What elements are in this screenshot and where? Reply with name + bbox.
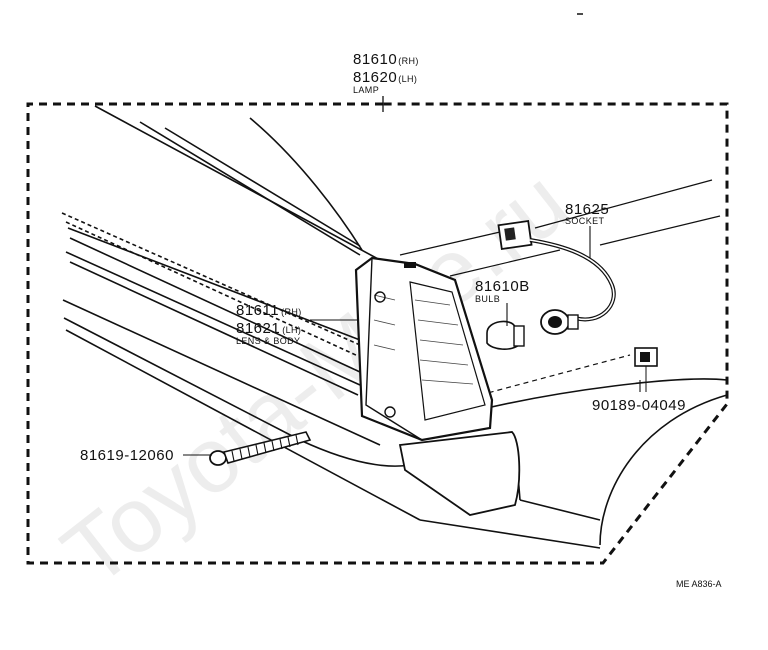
- socket: [497, 220, 616, 335]
- screw: [209, 431, 312, 466]
- bumper-end-cap: [398, 431, 521, 516]
- screw-number: 81619-12060: [80, 447, 174, 464]
- drawing-code: ME A836-A: [676, 579, 722, 589]
- body-panel-lines: [94, 105, 381, 261]
- lens-rh-label: 81611(RH): [236, 302, 302, 319]
- lamp-lh-label: 81620(LH): [353, 69, 417, 86]
- bulb: [486, 320, 525, 350]
- fender-curve: [469, 378, 728, 546]
- bulb-number: 81610B: [475, 278, 530, 295]
- bulb-name: BULB: [475, 294, 500, 304]
- lens-lh-label: 81621(LH): [236, 320, 301, 337]
- projection-lines: [399, 179, 721, 396]
- socket-number: 81625: [565, 201, 609, 218]
- leader-lines: [183, 226, 641, 456]
- socket-name: SOCKET: [565, 216, 605, 226]
- lens-and-body: [354, 256, 494, 442]
- lamp-rh-label: 81610(RH): [353, 51, 419, 68]
- lamp-name: LAMP: [353, 85, 379, 95]
- clip-number: 90189-04049: [592, 397, 686, 414]
- lamp-assembly-boundary: [26, 102, 729, 565]
- clip: [634, 347, 658, 392]
- lens-name: LENS & BODY: [236, 336, 300, 346]
